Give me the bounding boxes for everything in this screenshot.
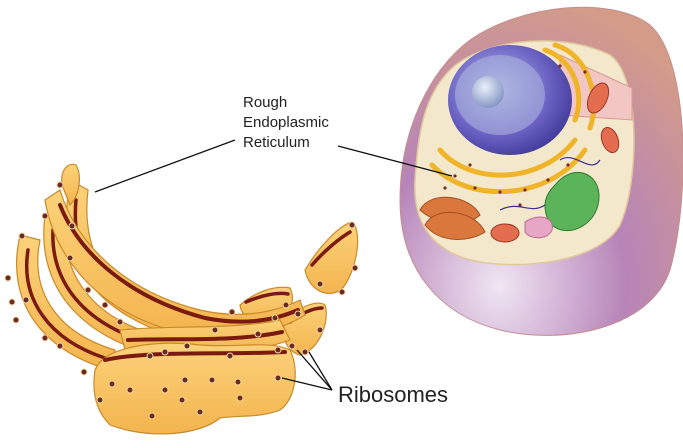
cell-rough-er bbox=[429, 42, 597, 195]
chloroplast-like-organelle bbox=[544, 172, 600, 232]
cistern-fragment-2-lumen bbox=[244, 291, 290, 304]
cytoskeleton-filament bbox=[499, 204, 546, 211]
mitochondrion-1 bbox=[586, 82, 610, 114]
mitochondrion-2 bbox=[600, 126, 620, 154]
ribosomes-leader-2 bbox=[308, 351, 333, 391]
cistern-fragment-1-lumen bbox=[310, 230, 352, 267]
ribosomes-label: Ribosomes bbox=[338, 382, 448, 407]
cistern-tip bbox=[61, 163, 80, 207]
cistern-5-lumen bbox=[126, 330, 284, 342]
rough-er-enlarged bbox=[4, 163, 359, 435]
cistern-front-sac-lumen bbox=[103, 350, 287, 362]
ribosomes-leader-3 bbox=[281, 377, 333, 391]
cistern-4 bbox=[44, 189, 306, 337]
rer-label-line2: Endoplasmic bbox=[243, 114, 329, 131]
ribosomes-enlarged bbox=[4, 181, 359, 420]
cistern-fragment-1 bbox=[304, 221, 359, 294]
nucleolus bbox=[472, 76, 504, 108]
rer-label-line1: Rough bbox=[243, 94, 287, 111]
cytoskeleton-filament bbox=[559, 157, 601, 166]
rer-leader-left bbox=[94, 139, 236, 193]
cistern-4-lumen bbox=[58, 203, 300, 324]
ribosomes-leader-1 bbox=[296, 349, 333, 391]
ribosomes-label-group: Ribosomes bbox=[281, 349, 448, 407]
cistern-3-lumen bbox=[25, 248, 107, 360]
cell-illustration bbox=[399, 6, 683, 336]
vesicle-cluster bbox=[524, 216, 553, 239]
golgi-apparatus bbox=[419, 196, 486, 240]
rer-label-line3: Reticulum bbox=[243, 134, 310, 151]
rer-label-group: Rough Endoplasmic Reticulum bbox=[94, 94, 453, 193]
rer-leader-right bbox=[337, 145, 453, 177]
mitochondrion-3 bbox=[490, 223, 520, 243]
